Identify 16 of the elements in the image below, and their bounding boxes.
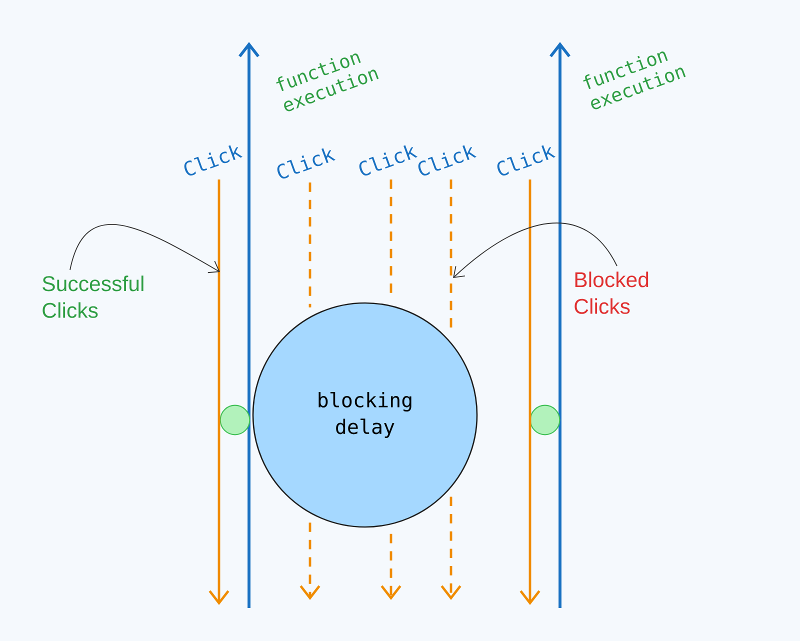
click-label: Click: [359, 145, 418, 176]
note-text: Successful Clicks: [42, 276, 144, 318]
click-label: Click: [277, 148, 336, 179]
click-arrow: [520, 179, 540, 605]
click-arrow: [440, 178, 462, 600]
execution-dot: [220, 404, 250, 436]
click-label: Click: [497, 145, 556, 176]
click-arrow: [208, 179, 230, 605]
click-label: Click: [184, 145, 243, 176]
click-label: Click: [418, 145, 477, 176]
execution-dot: [530, 404, 560, 436]
leader-line: [453, 222, 618, 278]
click-arrow: [300, 181, 320, 600]
note-text: Blocked Clicks: [574, 272, 648, 314]
leader-line: [70, 224, 220, 274]
click-arrow: [380, 178, 402, 600]
